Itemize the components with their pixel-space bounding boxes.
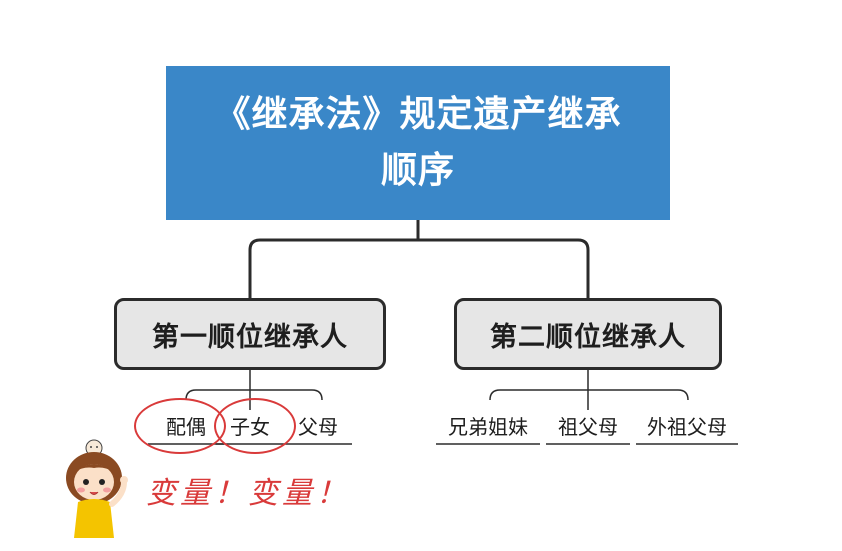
- root-connector: [248, 220, 590, 298]
- leaf-paternal-grandparents: 祖父母: [558, 414, 618, 439]
- cartoon-girl-icon: [66, 439, 128, 538]
- highlight-circle-spouse: [134, 398, 226, 454]
- variable-annotation: 变量！变量！: [146, 476, 350, 511]
- branch-first-order-label: 第一顺位继承人: [152, 321, 348, 353]
- root-title: 《继承法》规定遗产继承顺序: [214, 94, 622, 191]
- second-order-connector: [489, 370, 689, 410]
- leaf-siblings: 兄弟姐妹: [448, 414, 528, 439]
- branch-second-order-label: 第二顺位继承人: [490, 321, 686, 353]
- branch-second-order: 第二顺位继承人: [454, 298, 722, 370]
- leaf-parents: 父母: [298, 414, 338, 439]
- root-node: 《继承法》规定遗产继承顺序: [166, 66, 670, 220]
- branch-first-order: 第一顺位继承人: [114, 298, 386, 370]
- highlight-circle-children: [214, 398, 296, 454]
- leaf-maternal-grandparents: 外祖父母: [647, 414, 727, 439]
